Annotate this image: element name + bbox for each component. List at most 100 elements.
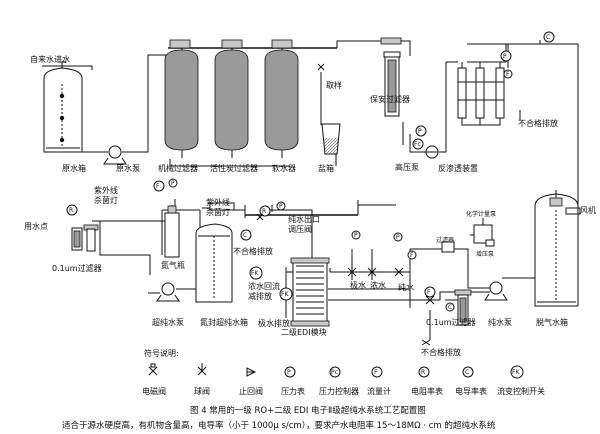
legend-pressure-controller: 压力控制器 xyxy=(319,386,359,396)
legend-ball-valve: 球阀 xyxy=(194,386,210,396)
legend-pressure-controller-icon: Pc xyxy=(329,366,341,378)
label-degassed-tank: 脱气水箱 xyxy=(536,317,568,327)
label-tap-water: 自来水进水 xyxy=(30,54,70,64)
label-dosing: 化学计量泵 xyxy=(466,210,496,218)
legend-solenoid-valve: 电磁阀 xyxy=(142,386,166,396)
svg-text:FK: FK xyxy=(512,369,520,376)
label-conc-water: 浓水 xyxy=(370,280,386,290)
label-nitrogen-bottle: 氮气瓶 xyxy=(161,260,185,270)
raw-water-pump xyxy=(103,145,127,165)
label-uv-lamp-left-2: 杀菌灯 xyxy=(94,195,118,205)
label-plate-reject: 极水排放 xyxy=(258,318,290,328)
svg-text:F: F xyxy=(506,71,510,78)
label-conc-reflux: 浓水回流 xyxy=(248,281,280,291)
fan xyxy=(565,207,581,215)
mechanical-filter xyxy=(164,39,199,158)
label-plate-water: 极水 xyxy=(350,280,366,290)
svg-text:F: F xyxy=(374,369,378,376)
figure-caption-2: 适合于源水硬度高，有机物含量高，电导率（小于 1000μ s/cm），要求产水电… xyxy=(62,420,496,431)
legend-flow-switch-icon: FK xyxy=(510,365,524,379)
label-uv-lamp-left: 紫外线 xyxy=(94,185,118,195)
svg-text:C: C xyxy=(448,304,452,311)
legend-flow-meter-icon: F xyxy=(371,366,383,378)
degassed-water-tank xyxy=(534,190,579,307)
label-0-1um-left: 0.1um过滤器 xyxy=(52,263,102,273)
legend-conductivity-icon: C xyxy=(462,366,474,378)
legend-pressure-gauge: 压力表 xyxy=(281,386,305,396)
label-reject-mid: 不合格排放 xyxy=(233,246,273,256)
figure-caption: 图 4 常用的一级 RO+二级 EDI 电子Ⅱ级超纯水系统工艺配置图 xyxy=(190,405,426,416)
svg-text:FK: FK xyxy=(281,291,289,298)
label-conc-reflux-2: 减排放 xyxy=(248,291,272,301)
uv-lamp-top xyxy=(209,202,235,211)
label-carbon-filter: 活性炭过滤器 xyxy=(210,163,258,173)
svg-text:F: F xyxy=(156,183,160,190)
label-hp-pump: 高压泵 xyxy=(395,162,419,172)
legend-conductivity: 电导率表 xyxy=(455,386,487,396)
svg-text:F: F xyxy=(410,252,414,259)
label-salt-box: 盐箱 xyxy=(318,163,334,173)
svg-text:P: P xyxy=(418,128,422,135)
svg-text:R: R xyxy=(262,208,266,215)
legend-pressure-gauge-icon: P xyxy=(284,366,296,378)
label-edi-module: 二级EDI模块 xyxy=(281,327,327,337)
svg-text:FK: FK xyxy=(251,270,259,277)
label-fan: 风机 xyxy=(580,205,596,215)
uv-lamp-left xyxy=(83,224,99,252)
raw-water-tank xyxy=(43,61,83,153)
label-pure-water-pump: 纯水泵 xyxy=(488,317,512,327)
label-nitrogen-sealed-tank: 氮封超纯水箱 xyxy=(200,317,248,327)
svg-text:Pc: Pc xyxy=(331,369,338,376)
svg-text:P: P xyxy=(171,180,175,187)
label-dosing-pump: 增压泵 xyxy=(476,250,494,258)
label-use-point: 用水点 xyxy=(24,221,48,231)
svg-text:P: P xyxy=(287,369,291,376)
nitrogen-bottle xyxy=(164,205,180,258)
cartridge-filter xyxy=(441,241,455,253)
label-reject-right: 不合格排放 xyxy=(518,118,558,128)
legend-flow-switch: 流变控制开关 xyxy=(497,386,545,396)
label-ro-unit: 反渗透装置 xyxy=(438,163,478,173)
edi-module xyxy=(290,257,330,327)
reverse-osmosis-unit xyxy=(457,62,505,126)
legend-resistivity: 电阻率表 xyxy=(411,386,443,396)
svg-text:C: C xyxy=(546,34,550,41)
label-0-1um-right: 0.1um过滤器 xyxy=(426,317,476,327)
use-point-filter xyxy=(71,227,83,251)
legend-solenoid-valve-icon xyxy=(148,363,158,376)
svg-text:P: P xyxy=(396,234,400,241)
svg-text:P: P xyxy=(279,203,283,210)
security-filter xyxy=(380,37,402,117)
label-reject-bottom: 不合格排放 xyxy=(421,347,461,357)
activated-carbon-filter xyxy=(214,39,249,158)
instrument-symbols: P Fc C P F F P R R P C FK FK P P F F C xyxy=(66,31,555,346)
label-sampling: 取样 xyxy=(326,80,342,90)
ultrapure-water-pump xyxy=(156,282,180,302)
label-security-filter: 保安过滤器 xyxy=(370,94,410,104)
nitrogen-sealed-tank xyxy=(195,223,233,303)
svg-text:R: R xyxy=(69,207,73,214)
label-uv-lamp-top: 紫外线 xyxy=(206,197,230,207)
label-mechanical-filter: 机械过滤器 xyxy=(158,163,198,173)
salt-box xyxy=(321,123,341,155)
diagram-labels: 自来水进水 原水箱 原水泵 机械过滤器 活性炭过滤器 软水器 盐箱 取样 保安过… xyxy=(24,54,596,357)
legend-flow-meter: 流量计 xyxy=(367,386,391,396)
label-pure-out-valve-2: 调压阀 xyxy=(288,225,312,234)
label-ultrapure-pump: 超纯水泵 xyxy=(152,317,184,327)
svg-text:C: C xyxy=(465,369,469,376)
pure-water-pump xyxy=(484,281,508,301)
legend-check-valve: 止回阀 xyxy=(239,386,263,396)
label-pure-out-valve: 纯水出口 xyxy=(288,214,320,224)
sampling-valve xyxy=(317,63,325,80)
legend: 符号说明: P Pc F R C FK 电磁阀 球阀 止回阀 xyxy=(142,348,545,396)
legend-ball-valve-icon xyxy=(197,363,207,376)
svg-text:Fc: Fc xyxy=(414,141,421,148)
svg-text:R: R xyxy=(421,369,425,376)
label-uv-lamp-top-2: 杀菌灯 xyxy=(206,207,230,217)
legend-title: 符号说明: xyxy=(144,348,179,358)
label-cartridge-filter: 过滤器 xyxy=(436,236,454,244)
water-softener xyxy=(264,39,299,158)
svg-text:F: F xyxy=(427,289,431,296)
